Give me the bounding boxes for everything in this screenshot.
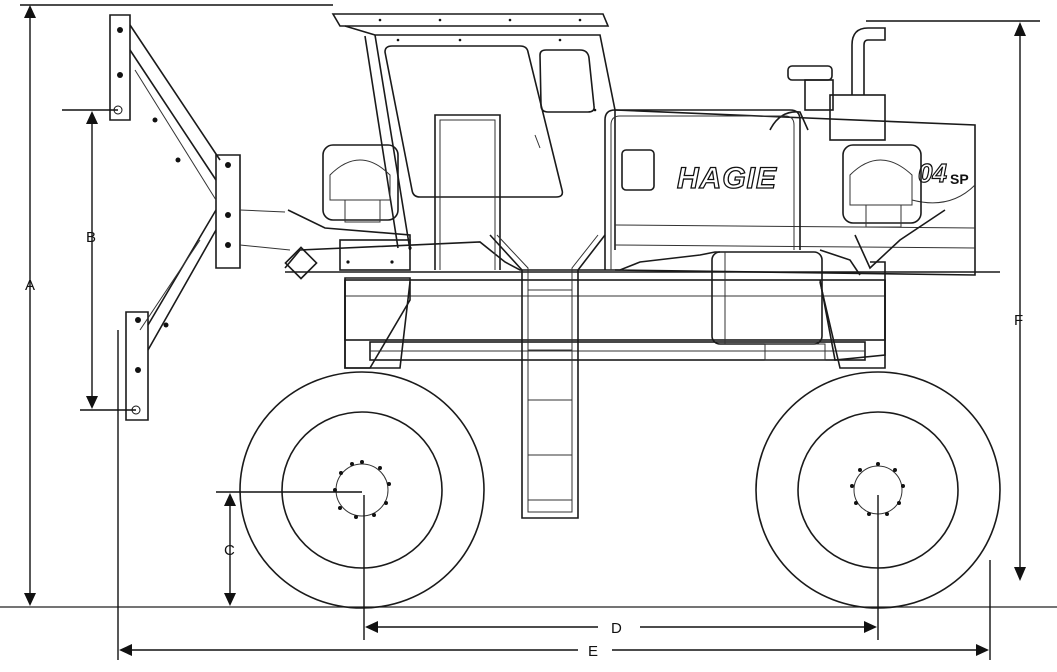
dimension-c: [216, 491, 362, 606]
rear-wheel: [239, 371, 485, 609]
rear-mirror-assembly: [284, 144, 412, 280]
dimension-label-d: D: [611, 620, 622, 637]
brand-logo: HAGIE: [677, 162, 777, 195]
dimension-d: [363, 495, 879, 640]
dimension-b: [62, 109, 136, 411]
front-mirror-assembly: [819, 144, 946, 276]
dimension-e: [117, 330, 991, 660]
folded-boom: [109, 14, 291, 421]
dimension-a: [20, 4, 333, 606]
handrails: [434, 109, 801, 270]
dimension-label-b: B: [86, 229, 96, 246]
cab: [331, 13, 616, 251]
dimension-label-e: E: [588, 643, 598, 660]
ladder: [489, 234, 606, 519]
model-number: 04: [918, 158, 947, 188]
chassis: [284, 241, 1000, 369]
engine-hood: HAGIE 04 SP: [614, 27, 976, 276]
model-suffix: SP: [950, 171, 969, 187]
dimension-f: [866, 20, 1040, 581]
dimension-label-a: A: [25, 277, 35, 294]
dimension-label-c: C: [224, 542, 235, 559]
dimension-label-f: F: [1014, 312, 1023, 329]
